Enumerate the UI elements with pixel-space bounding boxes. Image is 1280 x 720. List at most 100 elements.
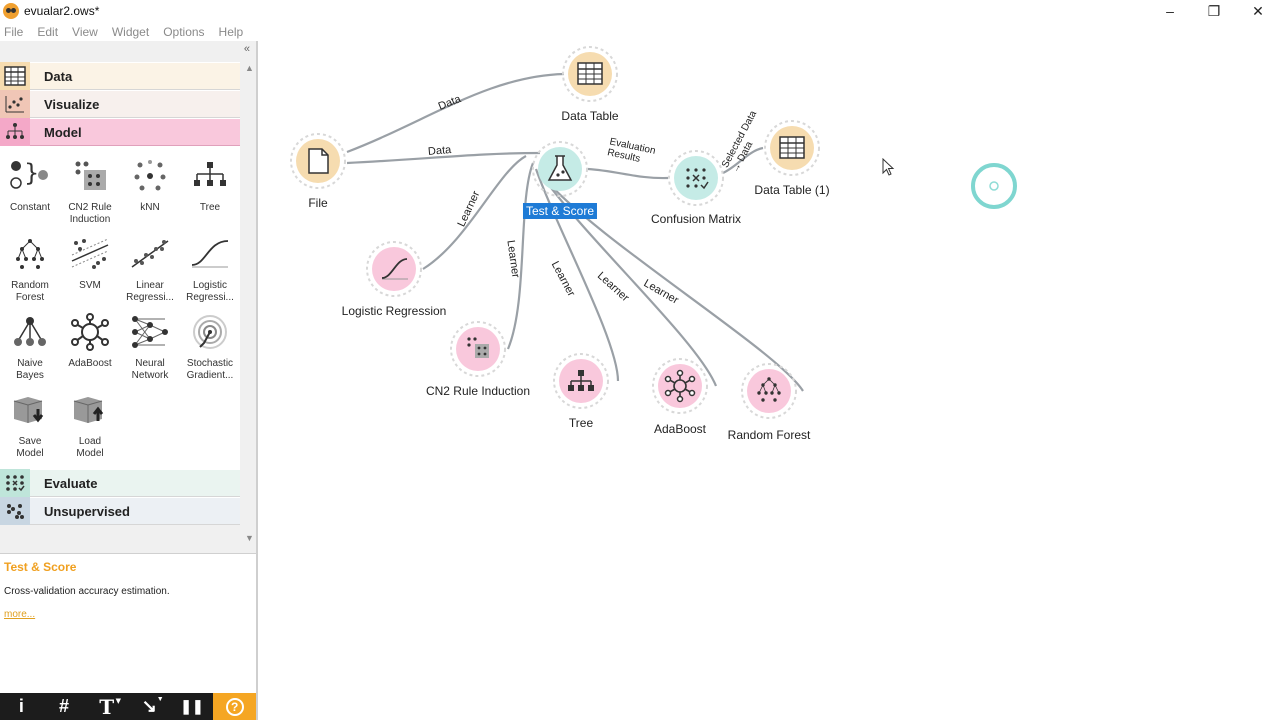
category-visualize[interactable]: Visualize <box>0 90 240 118</box>
dock-scroll-down-icon[interactable]: ▼ <box>245 533 254 543</box>
title-bar: evualar2.ows* – ❐ ✕ <box>0 0 1280 22</box>
workflow-graph <box>290 46 1017 419</box>
bottom-toolbar: i # T▼ ↘▼ ❚❚ ? <box>0 693 257 720</box>
pause-icon: ❚❚ <box>180 698 204 714</box>
grid-button[interactable]: # <box>43 693 86 720</box>
tool-logistic-regression[interactable]: Logistic Regressi... <box>180 232 240 310</box>
menu-view[interactable]: View <box>72 24 98 39</box>
dock-collapse-button[interactable]: « <box>243 43 250 55</box>
node-label-confusion-matrix: Confusion Matrix <box>650 212 742 226</box>
link-file-datatable <box>346 72 565 154</box>
knn-icon <box>128 154 172 198</box>
node-data-table[interactable] <box>562 46 618 102</box>
help-button[interactable]: ? <box>213 693 257 720</box>
tool-linear-regression[interactable]: Linear Regressi... <box>120 232 180 310</box>
window-title: evualar2.ows* <box>24 4 100 18</box>
restore-button[interactable]: ❐ <box>1207 2 1221 19</box>
grid-icon: # <box>59 696 70 716</box>
tool-label: Constant <box>9 202 51 213</box>
tool-label: Tree <box>199 202 221 213</box>
menu-edit[interactable]: Edit <box>37 24 59 39</box>
help-more-link[interactable]: more... <box>4 609 36 620</box>
category-model[interactable]: Model <box>0 118 240 146</box>
node-tree[interactable] <box>553 353 609 409</box>
tree-icon <box>188 154 232 198</box>
link-adaboost-testscore <box>539 172 718 387</box>
link-confusion-datatable1 <box>722 146 764 174</box>
tool-label: SVM <box>79 280 101 291</box>
menu-options[interactable]: Options <box>163 24 205 39</box>
help-description: Cross-validation accuracy estimation. <box>4 586 170 597</box>
random-forest-icon <box>8 232 52 276</box>
menu-file[interactable]: File <box>4 24 24 39</box>
links <box>346 72 804 392</box>
info-button[interactable]: i <box>0 693 43 720</box>
tool-random-forest[interactable]: Random Forest <box>0 232 60 310</box>
tool-label: Save Model <box>16 436 44 459</box>
tool-constant[interactable]: } Constant <box>0 154 60 232</box>
tool-label: CN2 Rule Induction <box>68 202 112 225</box>
text-icon: T <box>99 694 115 719</box>
category-evaluate-label: Evaluate <box>44 475 98 491</box>
tool-save-model[interactable]: Save Model <box>0 388 60 466</box>
dock-scroll-up-icon[interactable]: ▲ <box>245 63 254 73</box>
close-button[interactable]: ✕ <box>1252 2 1264 19</box>
caret-icon: ▼ <box>115 696 122 705</box>
menu-help[interactable]: Help <box>218 24 244 39</box>
category-data-label: Data <box>44 68 73 84</box>
arrow-annotation-button[interactable]: ↘▼ <box>128 693 171 720</box>
tool-knn[interactable]: kNN <box>120 154 180 232</box>
category-evaluate[interactable]: Evaluate <box>0 469 240 497</box>
link-cn2-testscore <box>506 162 535 350</box>
node-random-forest[interactable] <box>741 363 797 419</box>
widget-dock: « Data Visualize Model ▲ } <box>0 41 258 720</box>
node-adaboost[interactable] <box>652 358 708 414</box>
workflow-canvas[interactable]: File Data Table Test & Score Confusion M… <box>258 41 1280 720</box>
tool-load-model[interactable]: Load Model <box>60 388 120 466</box>
category-model-label: Model <box>44 124 82 140</box>
text-annotation-button[interactable]: T▼ <box>85 693 128 720</box>
linear-regression-icon <box>128 232 172 276</box>
caret-icon: ▼ <box>156 696 164 703</box>
mouse-cursor-icon <box>882 158 895 176</box>
edge-label-data: Data <box>427 144 452 158</box>
tool-svm[interactable]: SVM <box>60 232 120 310</box>
tool-cn2-rule-induction[interactable]: CN2 Rule Induction <box>60 154 120 232</box>
node-label-data-table-1: Data Table (1) <box>754 183 830 197</box>
evaluate-category-icon <box>0 469 30 497</box>
menu-bar: File Edit View Widget Options Help <box>0 22 257 41</box>
tool-label: Stochastic Gradient... <box>186 358 234 381</box>
node-file[interactable] <box>290 133 346 189</box>
node-label-test-score[interactable]: Test & Score <box>522 203 598 219</box>
tool-stochastic-gradient[interactable]: Stochastic Gradient... <box>180 310 240 388</box>
node-label-tree: Tree <box>568 416 594 430</box>
node-label-adaboost: AdaBoost <box>653 422 707 436</box>
dock-header: « <box>0 41 256 61</box>
node-confusion-matrix[interactable] <box>668 150 724 206</box>
tool-adaboost[interactable]: AdaBoost <box>60 310 120 388</box>
tool-label: Linear Regressi... <box>126 280 174 303</box>
tool-label: Neural Network <box>131 358 169 381</box>
node-logistic-regression[interactable] <box>366 241 422 297</box>
category-unsupervised-label: Unsupervised <box>44 503 130 519</box>
tool-label: AdaBoost <box>68 358 112 369</box>
category-data[interactable]: Data <box>0 62 240 90</box>
node-label-random-forest: Random Forest <box>727 428 811 442</box>
unsupervised-category-icon <box>0 497 30 525</box>
tool-label: Logistic Regressi... <box>186 280 234 303</box>
menu-widget[interactable]: Widget <box>111 24 150 39</box>
tool-label: Naive Bayes <box>16 358 44 381</box>
minimize-button[interactable]: – <box>1166 3 1174 19</box>
pause-button[interactable]: ❚❚ <box>171 693 214 720</box>
svm-icon <box>68 232 112 276</box>
node-test-score[interactable] <box>532 141 588 197</box>
help-panel: Test & Score Cross-validation accuracy e… <box>0 553 256 693</box>
node-data-table-1[interactable] <box>764 120 820 176</box>
tool-naive-bayes[interactable]: Naive Bayes <box>0 310 60 388</box>
node-cn2-rule-induction[interactable] <box>450 321 506 377</box>
category-unsupervised[interactable]: Unsupervised <box>0 497 240 525</box>
tool-tree[interactable]: Tree <box>180 154 240 232</box>
neural-network-icon <box>128 310 172 354</box>
load-model-icon <box>68 388 112 432</box>
tool-neural-network[interactable]: Neural Network <box>120 310 180 388</box>
